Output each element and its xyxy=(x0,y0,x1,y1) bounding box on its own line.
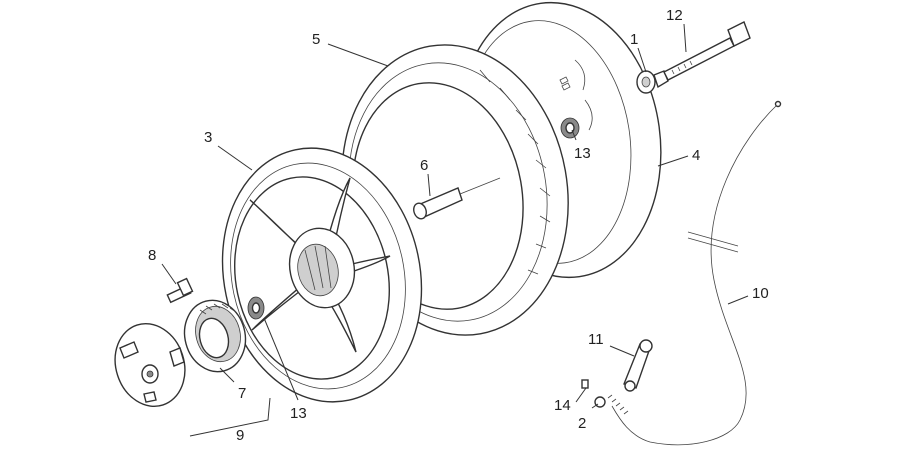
brake-plate-part xyxy=(114,322,186,408)
leader-lines xyxy=(161,23,749,437)
valve-part xyxy=(559,76,571,91)
callout-6: 6 xyxy=(420,157,428,174)
brake-cable-part xyxy=(611,100,782,446)
callout-13-rear: 13 xyxy=(574,145,591,162)
brake-lever-part xyxy=(623,339,653,392)
rear-bearing-part xyxy=(560,117,580,139)
spacer-tube-part xyxy=(413,177,501,220)
front-bearing-part xyxy=(247,296,265,320)
callout-10: 10 xyxy=(752,285,769,302)
callout-1: 1 xyxy=(630,31,638,48)
rim-part xyxy=(221,147,423,403)
callout-7: 7 xyxy=(238,385,246,402)
callout-12: 12 xyxy=(666,7,683,24)
axle-nut-part xyxy=(636,70,669,94)
callout-4: 4 xyxy=(692,147,700,164)
callout-9: 9 xyxy=(236,427,244,444)
callout-13-front: 13 xyxy=(290,405,307,422)
callout-14: 14 xyxy=(554,397,571,414)
callout-3: 3 xyxy=(204,129,212,146)
brake-cam-part xyxy=(166,277,194,304)
callout-8: 8 xyxy=(148,247,156,264)
callout-2: 2 xyxy=(578,415,586,432)
pin-part xyxy=(581,379,589,389)
callout-labels: 5 1 12 4 3 6 13 8 7 13 9 10 11 14 2 xyxy=(148,7,769,444)
callout-5: 5 xyxy=(312,31,320,48)
brake-shoe-part xyxy=(183,299,247,373)
callout-11: 11 xyxy=(588,331,604,348)
axle-bolt-part xyxy=(663,21,751,81)
cable-adjuster-part xyxy=(594,394,629,415)
